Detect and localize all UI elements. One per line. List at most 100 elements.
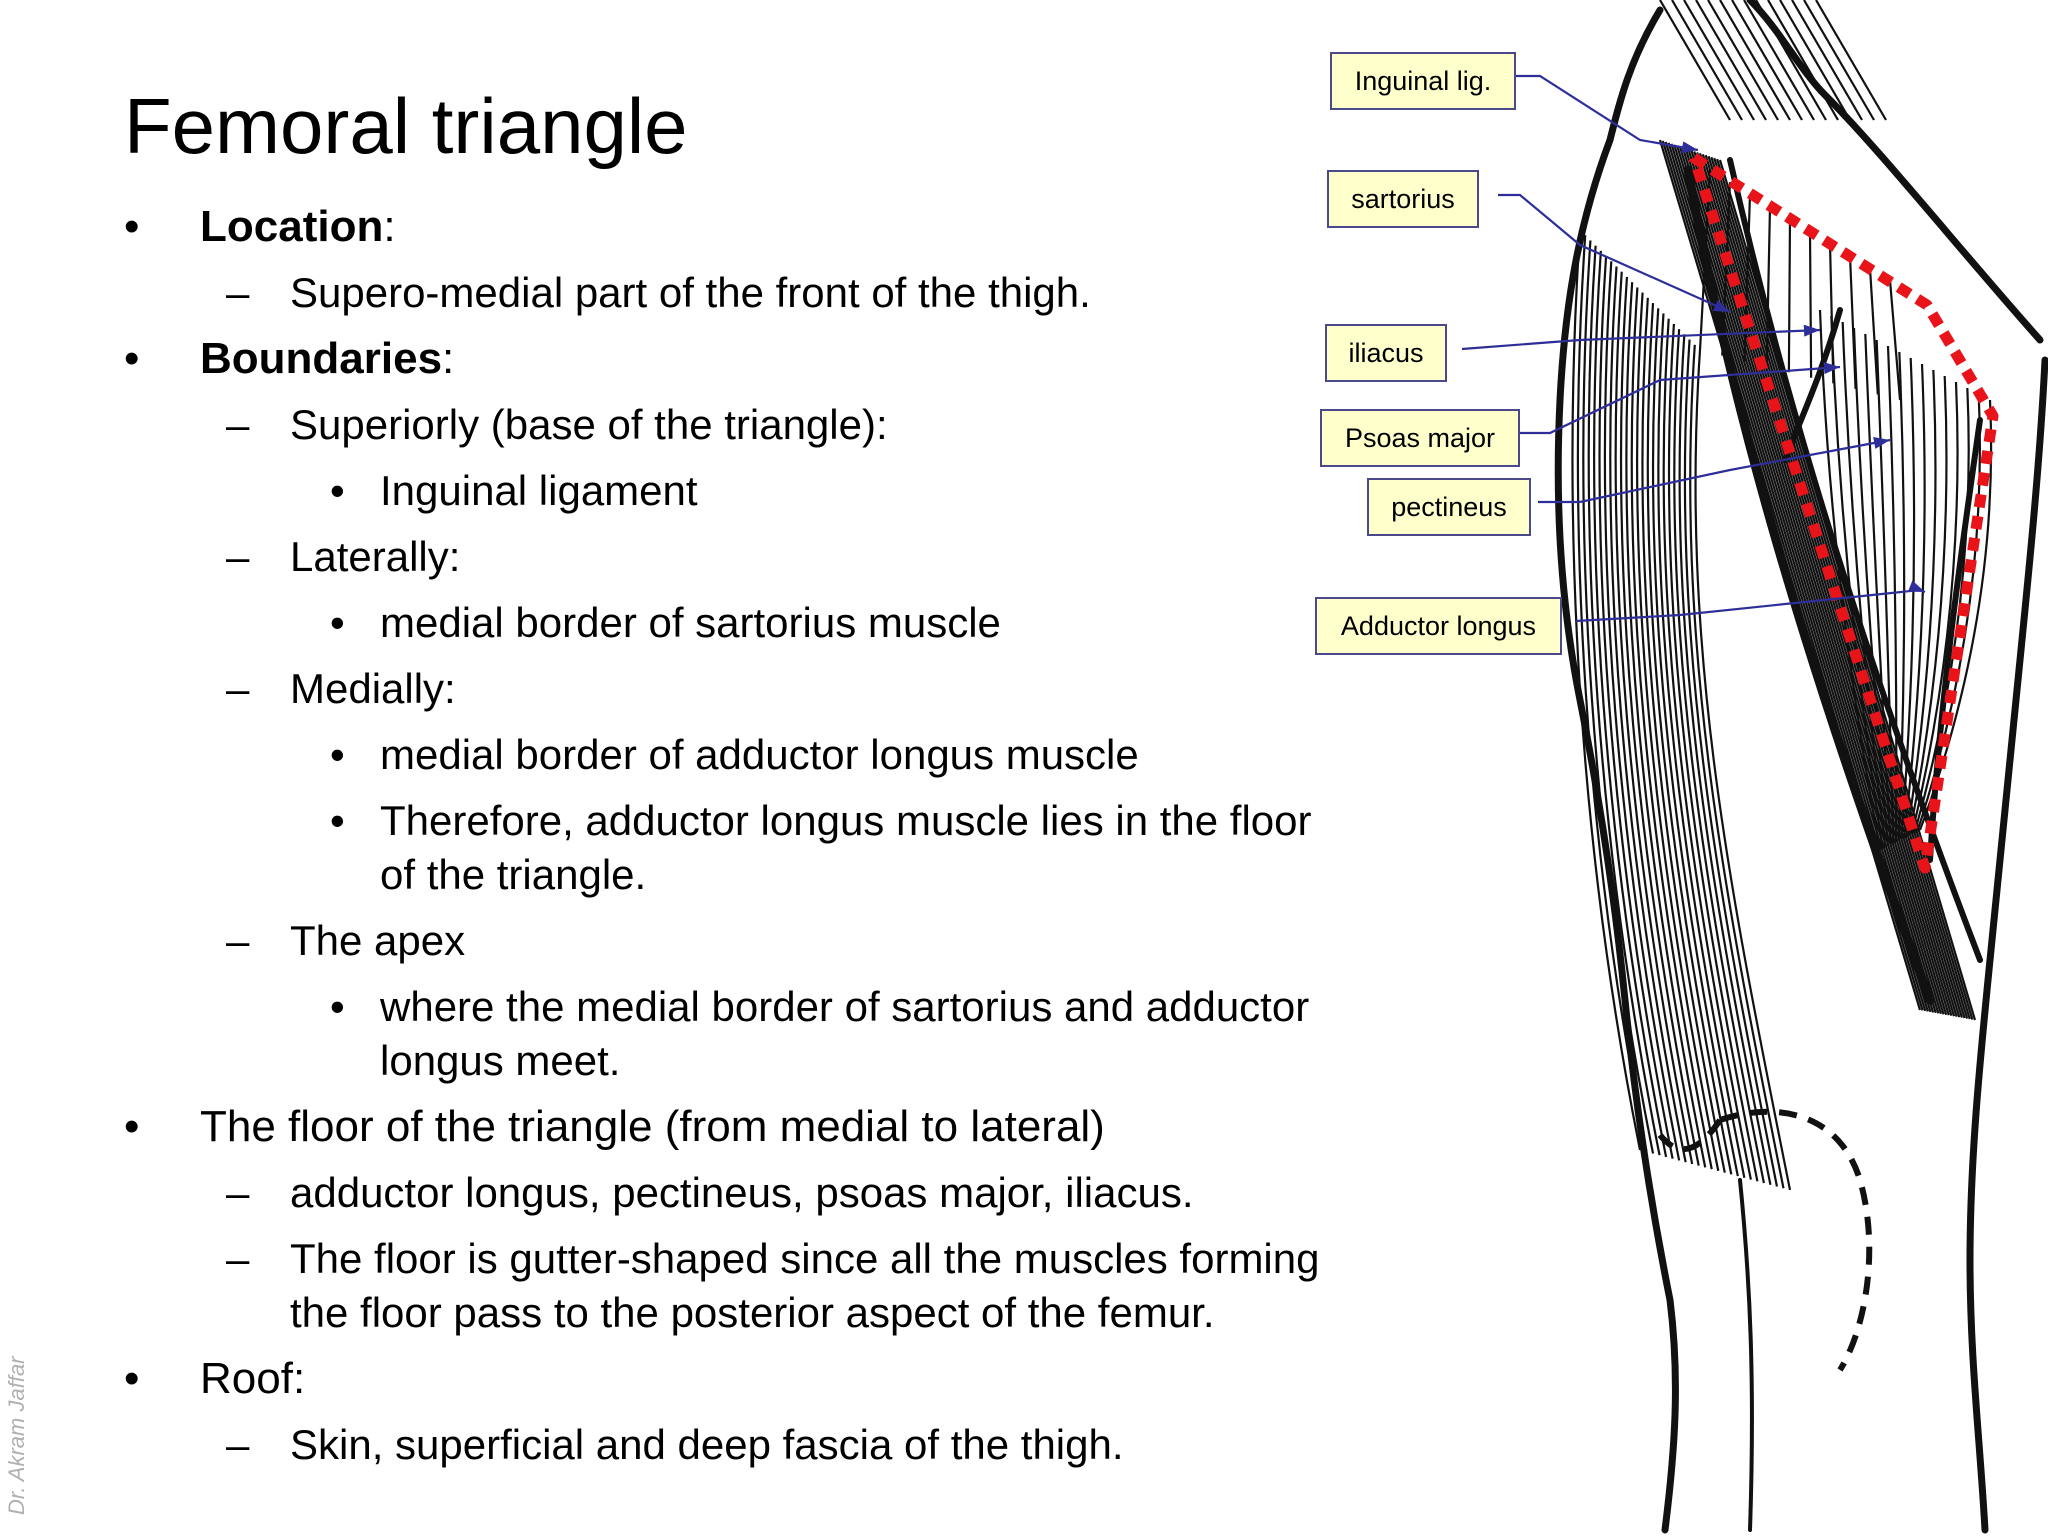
quadriceps-fibre [1598,256,1674,1159]
abdominal-fibre [1659,0,1731,121]
iliopsoas-fibre [1828,243,1835,384]
bullet-marker: – [226,1421,250,1468]
bullet-text: Superiorly (base of the triangle): [290,401,888,448]
bullet-text: Medially: [290,665,456,712]
abdominal-fibre [1671,0,1743,121]
bullet-text: Inguinal ligament [380,467,698,514]
bullet-text: Laterally: [290,533,461,580]
quadriceps-fibre [1689,344,1785,1189]
bullet-text: The floor of the triangle (from medial t… [200,1102,1105,1151]
author-watermark: Dr. Akram Jaffar [4,1356,29,1515]
adductor-fibre [1897,351,1906,841]
label-iliacus: iliacus [1325,324,1447,382]
label-sartorius: sartorius [1327,170,1479,228]
quadriceps-fibre [1657,313,1746,1179]
leader-inguinal [1516,74,1699,152]
iliopsoas-fibre [1848,255,1857,389]
arrowhead-pectineus [1873,437,1890,449]
thigh-muscle-illustration [1280,0,2048,1536]
adductor-fibre [1818,309,1882,851]
leader-pectineus [1538,438,1891,504]
bullet-text: medial border of sartorius muscle [380,599,1001,646]
label-pectineus: pectineus [1367,478,1531,536]
thigh-drawing [1461,0,2048,1534]
slide-title: Femoral triangle [124,82,688,170]
adductor-fibre [1886,345,1898,843]
leader-adductor [1575,588,1926,623]
bullet-marker: • [124,202,140,251]
iliopsoas-fibre [1765,206,1772,367]
abdominal-fibre [1815,0,1887,121]
quadriceps-fibre [1619,276,1700,1166]
bullet-marker: • [124,1102,140,1151]
abdominal-fibre [1719,0,1791,121]
bullet-text: Supero-medial part of the front of the t… [290,269,1091,316]
abdominal-fibre [1779,0,1851,121]
sartorius-fibre [1690,150,1950,1016]
adductor-fibre [1900,357,1916,840]
quadriceps-fibre [1603,261,1681,1161]
muscle-borders [1683,157,1983,1005]
bullet-text: The floor is gutter-shaped since all the… [290,1235,1320,1282]
bullet-marker: – [226,269,250,316]
bullet-heading: Boundaries [200,334,443,383]
sartorius-fibre [1676,145,1937,1014]
sartorius-fibre [1678,146,1940,1014]
bullet-text: Therefore, adductor longus muscle lies i… [380,797,1312,844]
bullet-text: Skin, superficial and deep fascia of the… [290,1421,1124,1468]
quadriceps-fibre [1635,292,1720,1172]
abdominal-fibre [1683,0,1755,121]
bullet-marker: • [330,797,345,844]
adductor-fibre [1875,339,1895,844]
bullet-text: Boundaries: [200,332,454,386]
bullet-text-continuation: longus meet. [380,1037,621,1084]
quadriceps-fibre [1651,308,1739,1177]
adductor-fibre [1910,381,1959,835]
quadriceps-fibre [1587,245,1661,1156]
bullet-text-continuation: the floor pass to the posterior aspect o… [290,1289,1215,1336]
quadriceps-fibre [1625,282,1707,1168]
abdominal-fibre [1743,0,1815,121]
iliopsoas-fibre [1808,231,1813,378]
bullet-marker: • [330,731,345,778]
arrowhead-adductor [1907,580,1925,592]
label-inguinal: Inguinal lig. [1330,52,1516,110]
bullet-text: Roof: [200,1354,306,1403]
sartorius-fibre [1716,158,1974,1020]
knee-dashed-outline [1657,1118,1723,1153]
abdominal-fibre [1731,0,1803,121]
label-leader-lines [1461,74,1926,623]
sartorius-border-medial [1727,157,1983,963]
quadriceps-fibre [1593,250,1668,1158]
bullet-heading: Location [200,202,384,251]
quadriceps-fibre [1667,323,1759,1182]
abdominal-fibre [1755,0,1827,121]
thigh-lateral-edge [1554,6,1679,1534]
quadriceps-fibre [1662,318,1752,1180]
sartorius-border-lateral [1683,165,1935,1005]
abdominal-fibre [1803,0,1875,121]
adductor-fibre [1908,375,1948,836]
bullet-list: •Location:–Supero-medial part of the fro… [124,200,1320,1468]
bullet-text: where the medial border of sartorius and… [380,983,1310,1030]
bullet-marker: – [226,533,250,580]
quadriceps-fibre [1683,339,1779,1187]
arrowhead-psoas [1823,362,1840,375]
bullet-marker: – [226,401,250,448]
muscle-hatching [1571,0,1993,1191]
thigh-outline [1554,0,2048,1534]
bullet-punctuation: : [442,334,455,383]
adductor-fibre [1864,333,1892,845]
adductor-fibre [1852,327,1890,847]
leader-iliacus [1461,328,1821,351]
patella-dashed-outline [1719,1108,1873,1372]
sartorius-fibre [1673,144,1935,1013]
bullet-marker: – [226,665,250,712]
quadriceps-fibre [1630,287,1713,1170]
sartorius-fibre [1704,154,1963,1018]
femoral-triangle-outline [1688,153,1999,874]
bullet-text: Location: [200,200,396,254]
leader-psoas [1520,365,1841,435]
bullet-marker: • [330,599,345,646]
label-adductor: Adductor longus [1315,597,1562,655]
